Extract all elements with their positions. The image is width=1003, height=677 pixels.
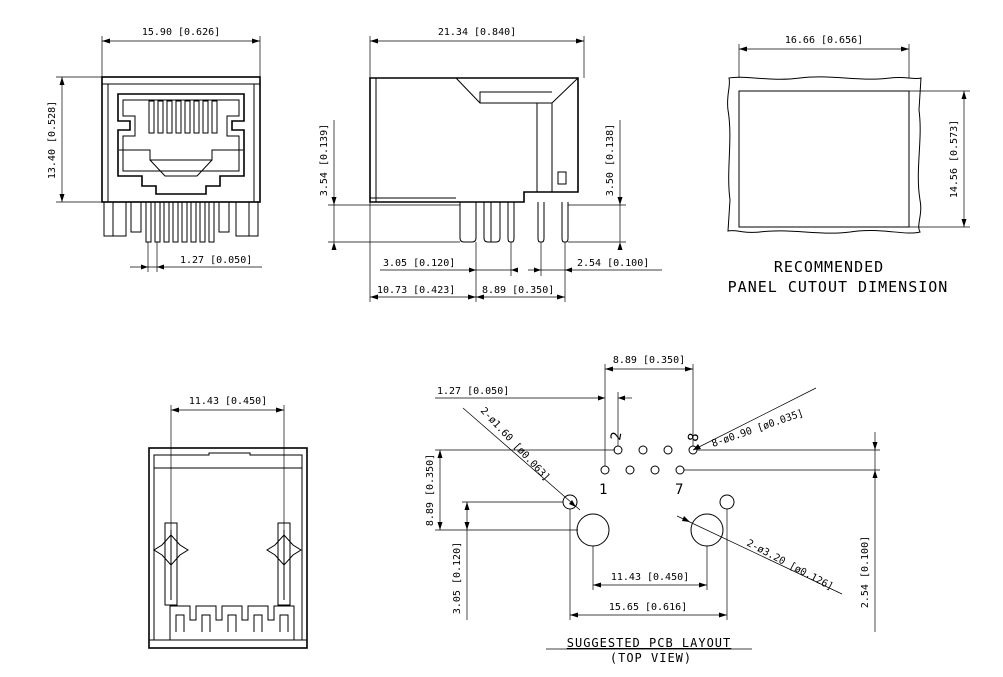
bottom-body-outline [148,447,308,649]
side-base-dim-a: 10.73 [0.423] [377,285,455,296]
pcb-locator-spacing-dim: 15.65 [0.616] [609,602,687,613]
pcb-mount-spacing-dim: 11.43 [0.450] [611,572,689,583]
front-contacts [148,100,218,134]
pcb-caption-line1: SUGGESTED PCB LAYOUT [567,636,732,650]
bottom-latch-left [153,522,189,606]
pcb-pin-label-2: 2 [608,431,625,442]
pcb-caption-line2: (TOP VIEW) [610,651,692,665]
panel-cutout-view: 16.66 [0.656] 14.56 [0.573] RECOMMENDED … [727,35,970,296]
pcb-pin-hole-dim: 8-ø0.90 [ø0.035] [710,408,805,450]
side-pin-dim-a: 3.05 [0.120] [383,258,455,269]
pcb-right-height-dim: 2.54 [0.100] [860,536,871,608]
side-length-dim: 21.34 [0.840] [438,27,516,38]
pcb-pin-label-7: 7 [675,482,683,498]
side-view: 21.34 [0.840] 3.54 [0.139] 3.50 [0.138] … [319,27,662,302]
bottom-view: 11.43 [0.450] [148,396,308,649]
panel-width-dim: 16.66 [0.656] [785,35,863,46]
panel-outline [727,76,922,234]
bottom-latch-right [266,522,302,606]
front-pins [103,201,259,243]
pcb-mount-hole-dim: 2-ø3.20 [ø0.126] [745,538,835,593]
side-base-dim-b: 8.89 [0.350] [482,285,554,296]
pcb-locator-hole-dim: 2-ø1.60 [ø0.063] [478,406,552,484]
pcb-pin-label-1: 1 [599,482,607,498]
pcb-pin-holes [600,445,698,475]
pcb-pin-label-8: 8 [685,432,702,443]
front-jack-opening [117,93,245,195]
panel-height-dim: 14.56 [0.573] [949,120,960,198]
pcb-pitch-dim: 1.27 [0.050] [437,386,509,397]
front-width-dim: 15.90 [0.626] [142,27,220,38]
bottom-contact-slots [169,605,295,640]
panel-caption-line1: RECOMMENDED [774,258,884,276]
front-pitch-dim: 1.27 [0.050] [180,255,252,266]
front-view: 15.90 [0.626] 13.40 [0.528] 1.27 [0.050] [47,27,262,272]
pcb-left-offset-dim: 3.05 [0.120] [452,542,463,614]
pcb-top-dim: 8.89 [0.350] [613,355,685,366]
pcb-left-height-dim: 8.89 [0.350] [425,454,436,526]
side-pin-dim-b: 2.54 [0.100] [577,258,649,269]
panel-caption-line2: PANEL CUTOUT DIMENSION [728,278,949,296]
pcb-locator-hole-right [719,494,735,510]
side-pins [459,202,569,243]
front-body-outline [101,76,261,203]
bottom-width-dim: 11.43 [0.450] [189,396,267,407]
pcb-layout-view: 1 2 7 8 8.89 [0.350] 1.27 [0.050] 8-ø0.9… [425,355,880,665]
panel-cutout-rect [738,90,910,228]
front-height-dim: 13.40 [0.528] [47,101,58,179]
side-right-offset-dim: 3.50 [0.138] [605,124,616,196]
side-left-offset-dim: 3.54 [0.139] [319,124,330,196]
pcb-mount-hole-left [576,513,610,547]
